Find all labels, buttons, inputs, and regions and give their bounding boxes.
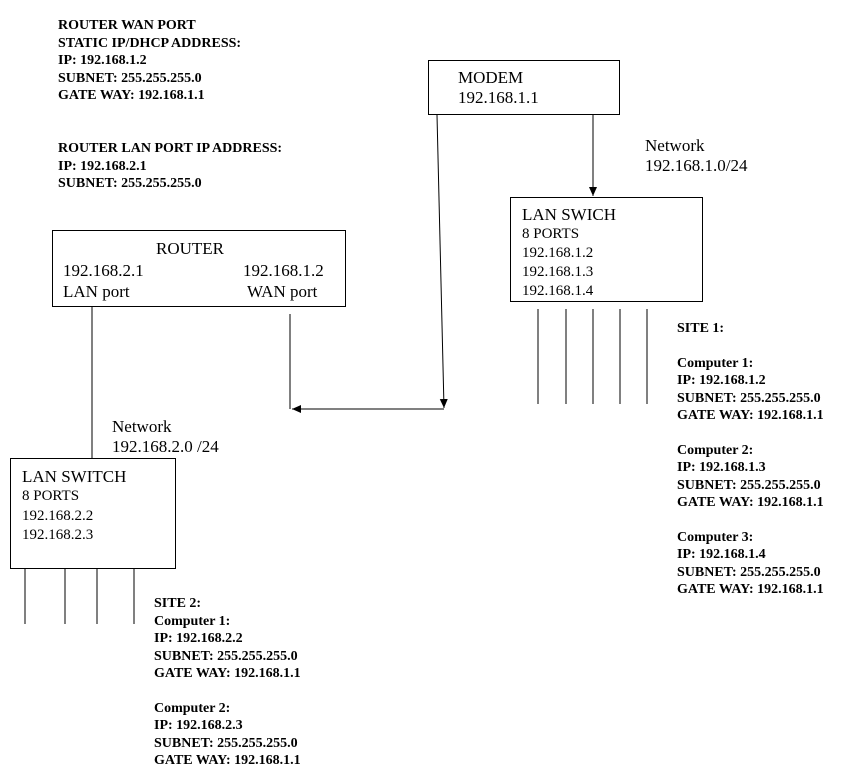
computer-name: Computer 1: bbox=[677, 355, 754, 371]
switch1-title: LAN SWICH bbox=[522, 205, 616, 224]
wan-info-gateway: GATE WAY: 192.168.1.1 bbox=[58, 88, 205, 103]
switch1-ip: 192.168.1.3 bbox=[522, 264, 594, 280]
router-lan-label: LAN port bbox=[63, 282, 130, 301]
computer-subnet: SUBNET: 255.255.255.0 bbox=[677, 390, 821, 406]
wan-info-ip: IP: 192.168.1.2 bbox=[58, 53, 147, 68]
site2-computer2: Computer 2: IP: 192.168.2.3 SUBNET: 255.… bbox=[154, 700, 301, 770]
lan-switch2-box: LAN SWITCH 8 PORTS 192.168.2.2 192.168.2… bbox=[10, 458, 176, 569]
computer-ip: IP: 192.168.1.3 bbox=[677, 460, 766, 475]
modem-box: MODEM 192.168.1.1 bbox=[428, 60, 620, 115]
lan-switch1-box: LAN SWICH 8 PORTS 192.168.1.2 192.168.1.… bbox=[510, 197, 703, 302]
site1-details: SITE 1: Computer 1: IP: 192.168.1.2 SUBN… bbox=[677, 320, 824, 599]
site1-title: SITE 1: bbox=[677, 321, 725, 336]
network2-name: Network bbox=[112, 417, 172, 436]
site2-title: SITE 2: bbox=[154, 596, 202, 611]
lan-info: ROUTER LAN PORT IP ADDRESS: IP: 192.168.… bbox=[58, 140, 282, 193]
network2-cidr: 192.168.2.0 /24 bbox=[112, 437, 219, 456]
network1-name: Network bbox=[645, 136, 705, 155]
switch1-ip: 192.168.1.2 bbox=[522, 245, 594, 261]
computer-gateway: GATE WAY: 192.168.1.1 bbox=[154, 666, 301, 681]
router-title: ROUTER bbox=[156, 239, 224, 258]
switch1-ports: 8 PORTS bbox=[522, 226, 580, 242]
computer-name: Computer 2: bbox=[154, 700, 231, 716]
router-wan-label: WAN port bbox=[247, 282, 318, 301]
lan-info-subnet: SUBNET: 255.255.255.0 bbox=[58, 176, 202, 191]
computer-gateway: GATE WAY: 192.168.1.1 bbox=[154, 753, 301, 768]
network1-label: Network 192.168.1.0/24 bbox=[645, 136, 747, 176]
switch2-title: LAN SWITCH bbox=[22, 467, 127, 486]
computer-subnet: SUBNET: 255.255.255.0 bbox=[677, 477, 821, 493]
computer-name: Computer 3: bbox=[677, 529, 754, 545]
computer-gateway: GATE WAY: 192.168.1.1 bbox=[677, 495, 824, 510]
switch2-ports: 8 PORTS bbox=[22, 488, 80, 504]
computer-gateway: GATE WAY: 192.168.1.1 bbox=[677, 582, 824, 597]
router-wan-ip: 192.168.1.2 bbox=[243, 261, 324, 280]
site2-details: SITE 2: Computer 1: IP: 192.168.2.2 SUBN… bbox=[154, 595, 301, 770]
computer-name: Computer 2: bbox=[677, 442, 754, 458]
router-lan-ip: 192.168.2.1 bbox=[63, 261, 144, 280]
computer-gateway: GATE WAY: 192.168.1.1 bbox=[677, 408, 824, 423]
site1-computer3: Computer 3: IP: 192.168.1.4 SUBNET: 255.… bbox=[677, 529, 824, 599]
router-box: ROUTER 192.168.2.1 192.168.1.2 LAN port … bbox=[52, 230, 346, 307]
site1-computer2: Computer 2: IP: 192.168.1.3 SUBNET: 255.… bbox=[677, 442, 824, 512]
switch1-ip: 192.168.1.4 bbox=[522, 283, 594, 299]
wan-info-title2: STATIC IP/DHCP ADDRESS: bbox=[58, 35, 242, 51]
computer-name: Computer 1: bbox=[154, 613, 231, 629]
computer-ip: IP: 192.168.1.4 bbox=[677, 547, 766, 562]
wan-info-title1: ROUTER WAN PORT bbox=[58, 18, 196, 33]
site2-computer1: Computer 1: IP: 192.168.2.2 SUBNET: 255.… bbox=[154, 613, 301, 683]
computer-ip: IP: 192.168.2.2 bbox=[154, 631, 243, 646]
computer-subnet: SUBNET: 255.255.255.0 bbox=[154, 735, 298, 751]
computer-subnet: SUBNET: 255.255.255.0 bbox=[154, 648, 298, 664]
computer-ip: IP: 192.168.1.2 bbox=[677, 373, 766, 388]
lan-info-ip: IP: 192.168.2.1 bbox=[58, 158, 147, 174]
modem-to-router-arrow bbox=[436, 114, 448, 409]
computer-ip: IP: 192.168.2.3 bbox=[154, 718, 243, 733]
lan-info-title: ROUTER LAN PORT IP ADDRESS: bbox=[58, 141, 283, 156]
modem-title: MODEM bbox=[458, 68, 524, 87]
network2-label: Network 192.168.2.0 /24 bbox=[112, 417, 219, 457]
wan-info-subnet: SUBNET: 255.255.255.0 bbox=[58, 70, 202, 86]
wan-info: ROUTER WAN PORT STATIC IP/DHCP ADDRESS: … bbox=[58, 17, 241, 105]
switch2-ip: 192.168.2.2 bbox=[22, 508, 94, 524]
computer-subnet: SUBNET: 255.255.255.0 bbox=[677, 564, 821, 580]
switch2-ip: 192.168.2.3 bbox=[22, 527, 94, 543]
modem-ip: 192.168.1.1 bbox=[458, 88, 539, 107]
network1-cidr: 192.168.1.0/24 bbox=[645, 156, 748, 175]
site1-computer1: Computer 1: IP: 192.168.1.2 SUBNET: 255.… bbox=[677, 355, 824, 425]
